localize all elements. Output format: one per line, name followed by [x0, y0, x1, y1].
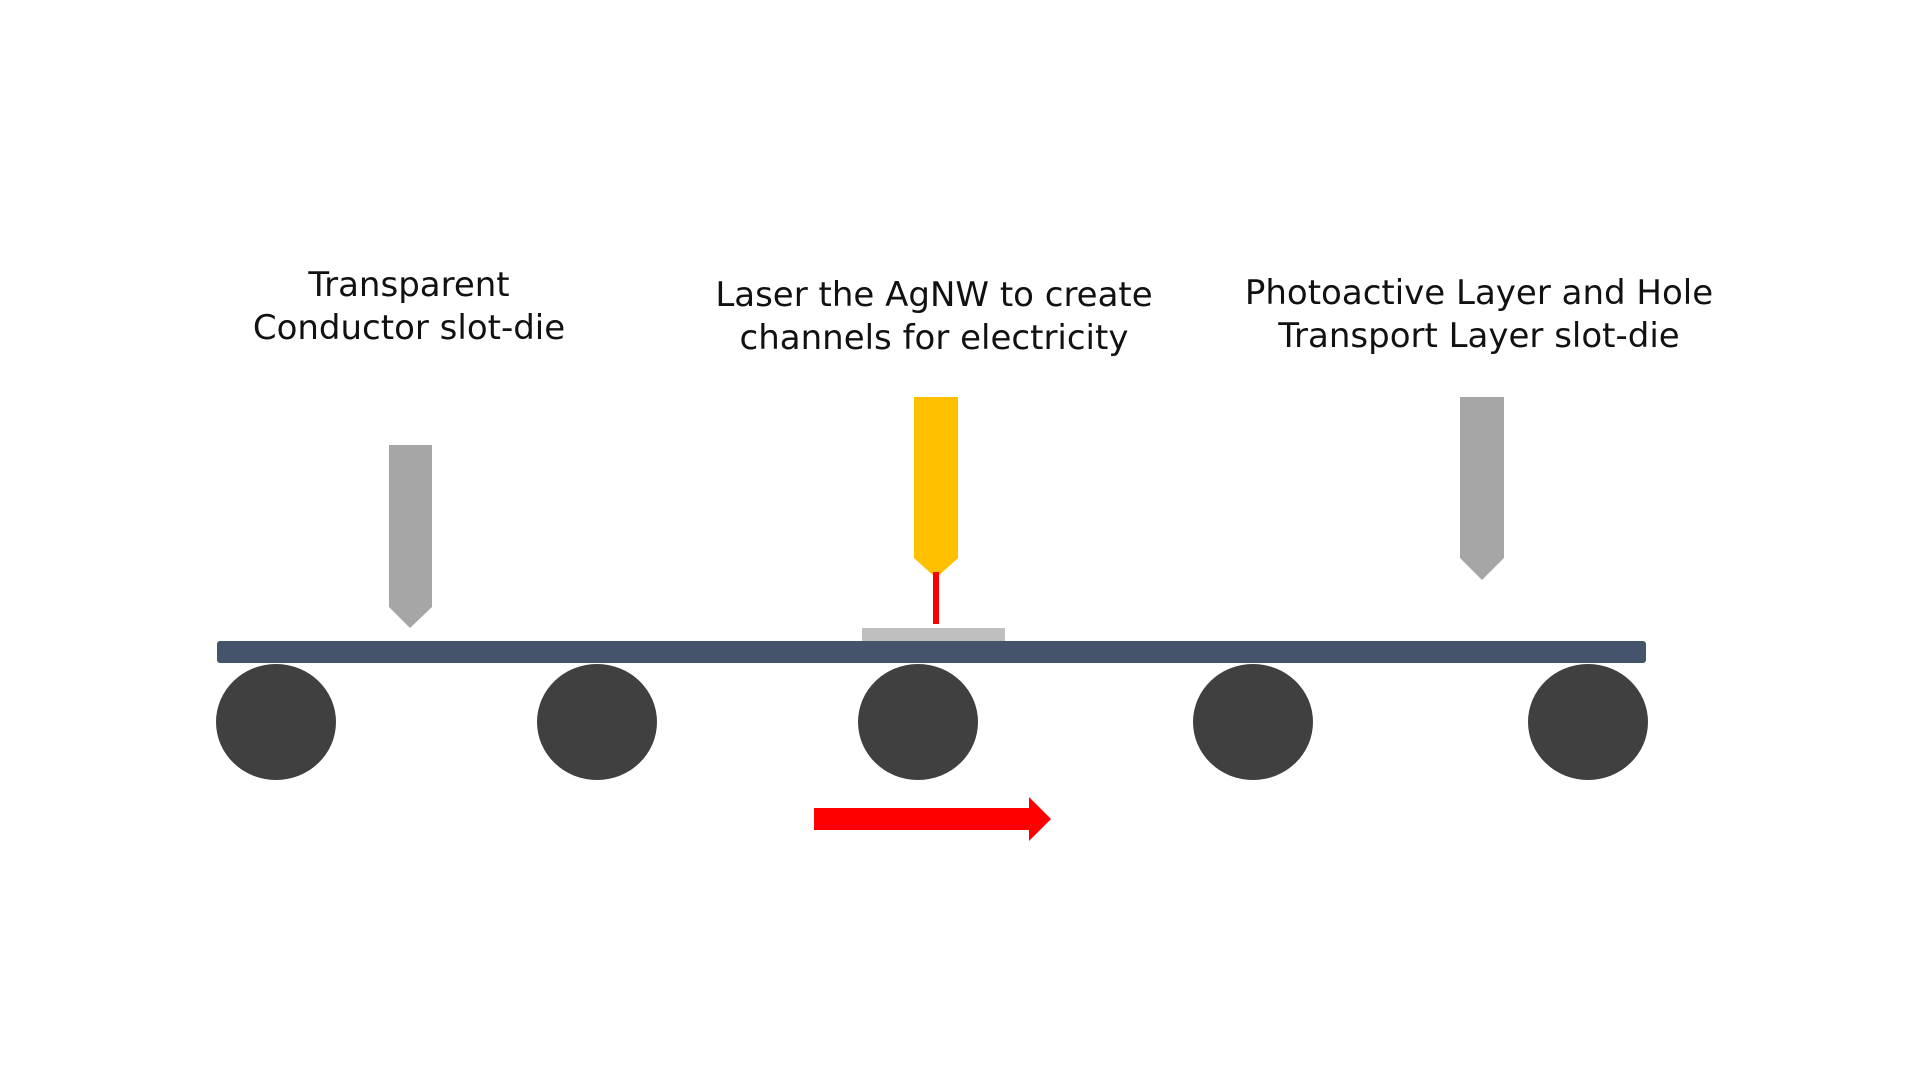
roller [858, 664, 978, 780]
rollers [216, 664, 1648, 780]
photoactive-slot-die [1460, 397, 1504, 580]
substrate-web [217, 641, 1646, 663]
laser-beam [933, 572, 939, 624]
roller [537, 664, 657, 780]
photoactive-label: Photoactive Layer and Hole Transport Lay… [1245, 272, 1713, 358]
transparent-conductor-label-line1: Transparent [308, 265, 510, 305]
roller [216, 664, 336, 780]
roller [1193, 664, 1313, 780]
transparent-conductor-label: Transparent Conductor slot-die [253, 264, 565, 350]
direction-arrow [814, 797, 1051, 841]
coated-patch [862, 628, 1005, 641]
transparent-conductor-label-line2: Conductor slot-die [252, 308, 566, 348]
photoactive-label-line2: Transport Layer slot-die [1278, 316, 1680, 356]
roller [1528, 664, 1648, 780]
transparent-conductor-slot-die [389, 445, 432, 628]
laser-label-line1: Laser the AgNW to create [715, 275, 1153, 315]
laser-head [914, 397, 958, 578]
laser-label-line2: channels for electricity [739, 318, 1129, 358]
laser-label: Laser the AgNW to create channels for el… [715, 274, 1152, 360]
photoactive-label-line1: Photoactive Layer and Hole [1244, 273, 1714, 313]
